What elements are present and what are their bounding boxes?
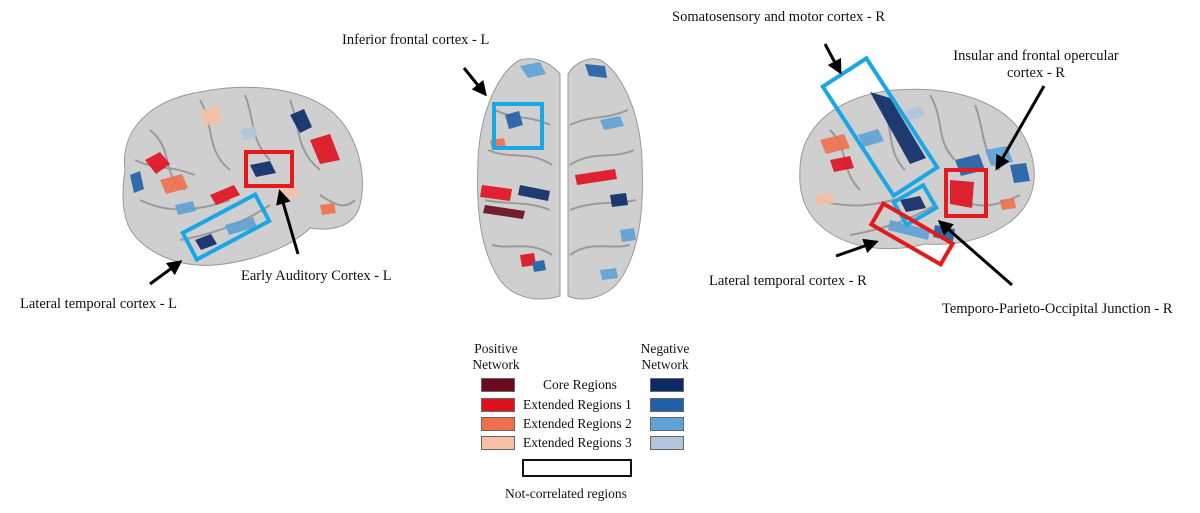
legend-positive-swatch (481, 417, 515, 431)
arrow-lateral-temporal-r (835, 238, 879, 258)
label-somatosensory-motor-r: Somatosensory and motor cortex - R (672, 9, 886, 25)
legend-positive-header-line2: Network (472, 357, 520, 372)
label-lateral-temporal-l: Lateral temporal cortex - L (20, 296, 178, 312)
label-early-auditory-l: Early Auditory Cortex - L (241, 268, 392, 284)
somatosensory-motor-r-box (820, 55, 940, 199)
legend-row-label: Extended Regions 1 (523, 397, 632, 412)
legend-negative-header-line1: Negative (640, 341, 690, 356)
left-hemisphere-lateral (122, 86, 363, 266)
label-inferior-frontal-l: Inferior frontal cortex - L (342, 32, 490, 48)
right-hemisphere-lateral (799, 55, 1035, 268)
early-auditory-l-box (244, 150, 294, 188)
arrow-inferior-frontal (462, 67, 487, 97)
legend-not-correlated-swatch (522, 459, 632, 477)
arrow-somatosensory-motor (823, 43, 842, 75)
legend-row-label: Extended Regions 2 (523, 416, 632, 431)
arrow-tpo-junction (937, 220, 1013, 287)
arrow-early-auditory (276, 189, 300, 255)
annotation-arrows (149, 43, 1046, 287)
legend-not-correlated-label: Not-correlated regions (505, 486, 627, 501)
legend-positive-swatch (481, 398, 515, 412)
arrow-lateral-temporal-l (149, 260, 183, 286)
legend-negative-header: Negative Network (634, 341, 696, 373)
label-insular-line2: cortex - R (1007, 65, 1065, 81)
insular-frontal-opercular-r-box (944, 168, 988, 218)
lateral-temporal-l-box (180, 191, 272, 263)
lateral-temporal-r-box (868, 200, 956, 268)
legend-negative-swatch (650, 417, 684, 431)
legend-positive-header-line1: Positive (474, 341, 518, 356)
legend-row-label: Core Regions (543, 377, 617, 392)
label-insular-line1: Insular and frontal opercular (953, 48, 1119, 64)
dorsal-view (477, 58, 643, 300)
legend-negative-swatch (650, 436, 684, 450)
label-insular-frontal-opercular-r: Insular and frontal opercular cortex - R (930, 48, 1142, 82)
label-tpo-junction-r: Temporo-Parieto-Occipital Junction - R (942, 301, 1173, 317)
legend-positive-header: Positive Network (468, 341, 524, 373)
label-lateral-temporal-r: Lateral temporal cortex - R (709, 273, 867, 289)
legend-positive-swatch (481, 378, 515, 392)
legend-positive-swatch (481, 436, 515, 450)
legend-negative-swatch (650, 378, 684, 392)
inferior-frontal-l-box (492, 102, 544, 150)
legend-negative-swatch (650, 398, 684, 412)
arrow-insular-frontal-opercular (995, 85, 1046, 171)
legend-row-label: Extended Regions 3 (523, 435, 632, 450)
legend-negative-header-line2: Network (641, 357, 689, 372)
